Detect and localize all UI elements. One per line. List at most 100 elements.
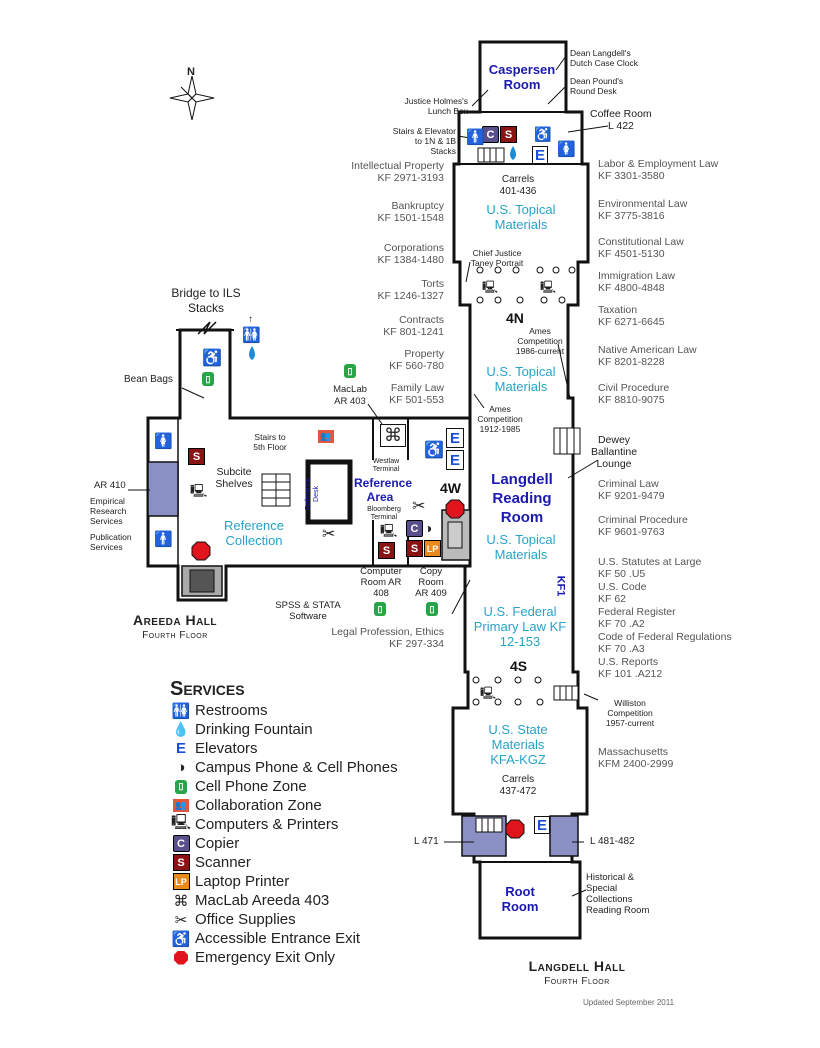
restroom-icon: 🚹	[466, 129, 485, 146]
stairs-icon-4	[475, 817, 503, 833]
emergency-exit-icon	[191, 499, 525, 839]
publication-label: Publication Services	[90, 532, 132, 552]
zone-4w-label: 4W	[440, 480, 461, 496]
laptop-printer-icon: LP	[172, 873, 190, 890]
restrooms-icon: 🚻	[171, 702, 191, 720]
stairs-icon-3	[553, 685, 579, 701]
elevator-icon: E	[532, 146, 548, 164]
accessible-icon: ♿	[202, 350, 222, 367]
cell-phone-zone-icon: ▯	[426, 602, 438, 616]
copy-room-label: Copy Room AR 409	[415, 566, 447, 599]
langdell-reading-room-label: Langdell Reading Room	[491, 471, 553, 526]
areeda-floor-label: Fourth Floor	[142, 630, 208, 641]
collaboration-zone-icon: 👥	[318, 430, 334, 443]
legend-item: ▯Cell Phone Zone	[170, 777, 398, 796]
scissors-icon: ✂	[174, 911, 188, 929]
legend-item: ⌘MacLab Areeda 403	[170, 891, 398, 910]
carrels-bottom-label: Carrels 437-472	[499, 774, 537, 797]
legend-item: 💧Drinking Fountain	[170, 720, 398, 739]
zone-4n-label: 4N	[506, 310, 524, 326]
compass-rose	[169, 75, 215, 121]
us-federal-label: U.S. Federal Primary Law KF 12-153	[473, 604, 567, 649]
restroom-icon: 🚺	[154, 433, 173, 450]
areeda-hall-title: Areeda Hall	[132, 612, 218, 628]
carrels-top-label: Carrels 401-436	[499, 174, 537, 197]
carrel-circles	[472, 266, 576, 706]
empirical-label: Empirical Research Services	[90, 496, 127, 526]
stairs-icon	[261, 473, 291, 507]
laptop-printer-icon: LP	[424, 540, 441, 557]
spss-label: SPSS & STATA Software	[275, 600, 341, 622]
legend-item: 🚻Restrooms	[171, 702, 268, 720]
zone-4s-label: 4S	[510, 658, 528, 674]
legend-item: ◑Campus Phone & Cell Phones	[170, 758, 397, 777]
l481-label: L 481-482	[590, 836, 635, 847]
accessible-icon: ♿	[171, 930, 191, 948]
legend-item: 🖳Computers & Printers	[170, 814, 339, 833]
williston-note: Williston Competition 1957-current	[605, 698, 655, 728]
cell-phone-zone-icon: ▯	[202, 372, 214, 386]
scanner-icon: S	[172, 854, 190, 871]
elevator-icon: E	[175, 740, 186, 757]
copier-icon: C	[482, 126, 499, 143]
accessible-icon: ♿	[424, 442, 444, 459]
computer-icon: 🖳	[170, 814, 191, 831]
drinking-fountain-icon: 💧	[172, 721, 190, 737]
stairs-elevator-note: Stairs & Elevator to 1N & 1B Stacks	[392, 126, 456, 156]
emergency-exit-icon	[174, 950, 188, 965]
langdell-floor-label: Fourth Floor	[544, 976, 610, 987]
elevator-icon: E	[534, 816, 550, 834]
coffee-room-label: Coffee Room	[590, 108, 652, 120]
kf1-label: KF1	[554, 575, 567, 597]
accessible-icon: ♿	[534, 126, 552, 142]
caspersen-room-label: Caspersen Room	[488, 62, 556, 92]
taney-note: Chief Justice Taney Portrait	[470, 248, 524, 268]
cell-phone-zone-icon: ▯	[175, 779, 187, 794]
maclab-label: MacLab AR 403	[333, 384, 367, 407]
cell-phone-zone-icon: ▯	[374, 602, 386, 616]
legend-item: Emergency Exit Only	[170, 948, 398, 967]
scanner-icon: S	[378, 542, 395, 559]
l471-label: L 471	[414, 836, 439, 847]
root-room-label: Root Room	[501, 884, 539, 914]
us-topical-2-label: U.S. Topical Materials	[486, 364, 556, 394]
phone-icon: ◑	[424, 520, 433, 536]
reference-desk-label: Reference Desk	[305, 477, 320, 511]
coffee-room-code: L 422	[608, 120, 634, 132]
restroom-icon: 🚹	[154, 531, 173, 548]
legend-heading: Services	[170, 678, 245, 700]
restroom-icon: 🚺	[557, 141, 576, 158]
scissors-icon: ✂	[412, 498, 426, 515]
elevator-icon: E	[446, 450, 464, 470]
reference-desk-shape	[305, 459, 353, 525]
dutch-clock-note: Dean Langdell's Dutch Case Clock	[570, 48, 639, 68]
bloomberg-label: Bloomberg Terminal	[367, 506, 401, 521]
stairs-icon-2	[477, 147, 505, 163]
reference-area-label: Reference Area	[354, 476, 413, 504]
ar410-alcove	[147, 461, 179, 517]
leader-lines	[128, 55, 609, 897]
copier-icon: C	[172, 835, 190, 852]
shelf-icon	[553, 427, 581, 455]
cell-phone-zone-icon: ▯	[344, 364, 356, 378]
apple-icon: ⌘	[380, 424, 406, 447]
copier-icon: C	[406, 520, 423, 537]
compass-north-label: N	[187, 66, 195, 78]
computer-icon: 🖳	[190, 483, 208, 498]
langdell-hall-title: Langdell Hall	[528, 958, 626, 974]
scanner-icon: S	[188, 448, 205, 465]
